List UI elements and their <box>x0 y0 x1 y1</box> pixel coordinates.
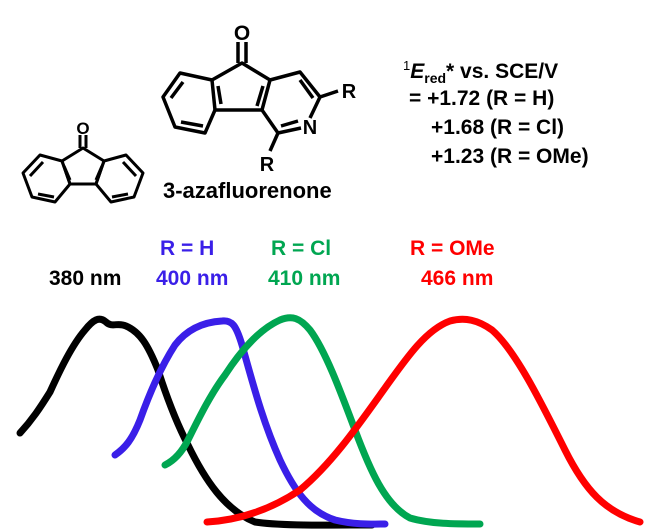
azafluorenone-label: 3-azafluorenone <box>163 178 332 203</box>
spectrum-label-ome: R = OMe <box>410 237 495 260</box>
spectrum-green-410nm <box>161 314 484 528</box>
spectrum-blue-400nm <box>111 317 389 528</box>
potential-line-cl: +1.68 (R = Cl) <box>431 116 565 139</box>
potential-header-text: * vs. SCE/V <box>446 60 559 83</box>
spectrum-red-466nm <box>203 315 644 526</box>
spectrum-label-cl: R = Cl <box>271 237 332 260</box>
r-group-bottom: R <box>260 154 275 176</box>
wavelength-410: 410 nm <box>268 267 341 290</box>
fluorenone-structure <box>21 135 145 204</box>
potential-header-subscript: red <box>424 70 447 87</box>
azafluorenone-oxygen: O <box>234 22 250 45</box>
azafluorenone-structure <box>161 42 339 152</box>
wavelength-400: 400 nm <box>156 267 229 290</box>
r-group-top: R <box>342 81 357 103</box>
spectrum-label-h: R = H <box>160 237 215 260</box>
spectrum-black-380nm <box>16 315 376 529</box>
azafluorenone-nitrogen: N <box>303 117 317 139</box>
wavelength-380: 380 nm <box>49 267 122 290</box>
fluorenone-oxygen: O <box>76 119 89 138</box>
potential-header-superscript: 1 <box>403 58 411 73</box>
wavelength-466: 466 nm <box>421 267 494 290</box>
potential-line-h: = +1.72 (R = H) <box>409 87 555 110</box>
potential-header: 1Ered* vs. SCE/V <box>403 58 558 86</box>
potential-header-e: E <box>410 60 425 83</box>
potential-line-ome: +1.23 (R = OMe) <box>431 145 589 168</box>
